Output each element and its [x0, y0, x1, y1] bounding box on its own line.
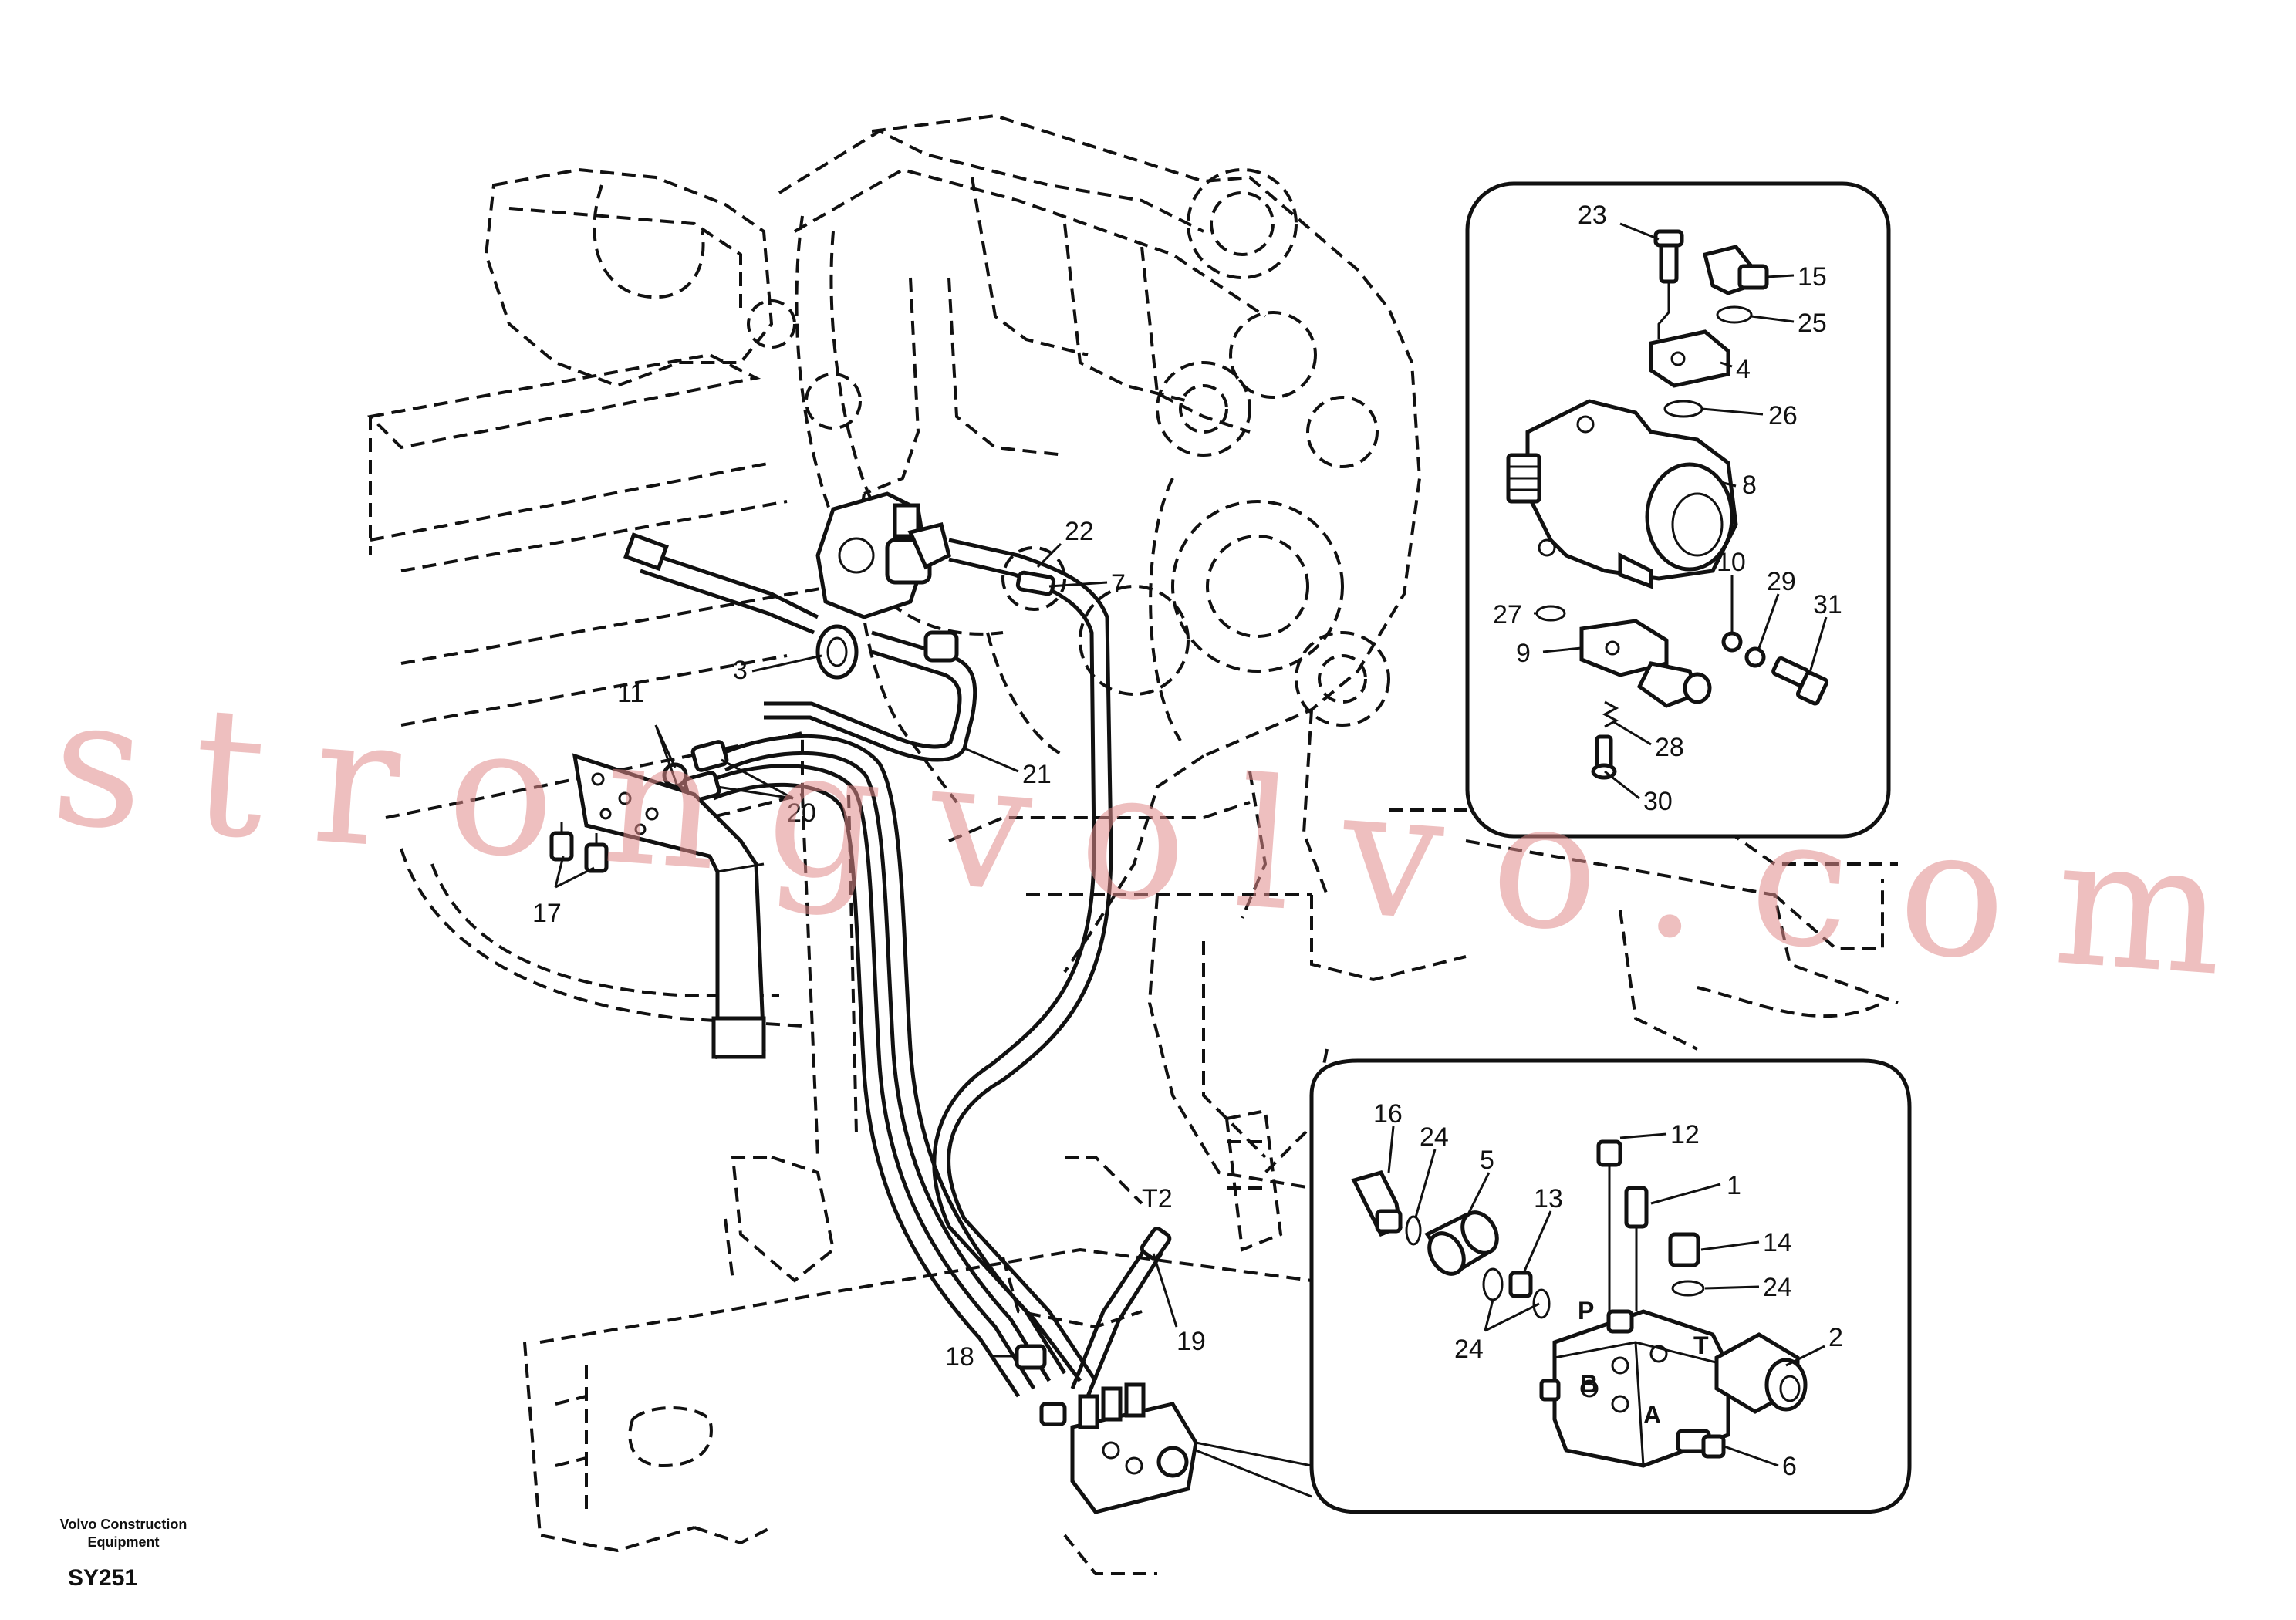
callout-11: 11 [617, 679, 644, 708]
lower-detail-callouts: 16 24 5 13 12 1 14 24 2 6 24 P T B A [1373, 1099, 1843, 1481]
callout-14: 14 [1763, 1228, 1792, 1257]
callout-20: 20 [787, 798, 816, 828]
port-label-b: B [1580, 1370, 1598, 1398]
callout-25: 25 [1798, 309, 1827, 338]
callout-t2: T2 [1142, 1184, 1173, 1213]
callout-3: 3 [733, 656, 748, 685]
callout-7: 7 [1111, 569, 1126, 599]
callout-22: 22 [1065, 517, 1094, 546]
callout-28: 28 [1655, 733, 1684, 762]
callout-24-c: 24 [1454, 1335, 1484, 1364]
mounting-bracket [549, 753, 766, 1059]
chassis-frame [366, 353, 1899, 1575]
port-label-p: P [1578, 1297, 1594, 1325]
callout-5: 5 [1480, 1146, 1494, 1175]
port-label-t: T [1693, 1331, 1709, 1359]
main-callouts: 22 7 3 11 20 21 17 18 19 T2 [532, 517, 1206, 1372]
callout-26: 26 [1768, 401, 1798, 430]
hose-assembly [623, 491, 1198, 1514]
callout-24-a: 24 [1420, 1122, 1449, 1152]
callout-18: 18 [945, 1342, 974, 1372]
detail-panel-valve [1195, 1058, 1912, 1514]
callout-30: 30 [1643, 787, 1673, 816]
callout-19: 19 [1177, 1327, 1206, 1356]
detail-panel-motor [1465, 181, 1891, 839]
callout-21: 21 [1022, 760, 1052, 789]
callout-27: 27 [1493, 600, 1522, 629]
callout-29: 29 [1767, 567, 1796, 596]
callout-9: 9 [1516, 639, 1531, 668]
port-label-a: A [1643, 1401, 1661, 1429]
callout-13: 13 [1534, 1184, 1563, 1213]
callout-24-b: 24 [1763, 1273, 1792, 1302]
upper-detail-callouts: 23 15 25 4 26 8 10 29 31 27 9 28 30 [1493, 201, 1842, 816]
footer: Volvo Construction Equipment SY251 [60, 1517, 187, 1591]
leader-lines [554, 222, 1828, 1467]
callout-2: 2 [1828, 1323, 1843, 1352]
callout-8: 8 [1742, 471, 1757, 500]
callout-31: 31 [1813, 590, 1842, 619]
company-name-line2: Equipment [88, 1534, 160, 1550]
diagram-code: SY251 [68, 1565, 137, 1591]
callout-15: 15 [1798, 262, 1827, 292]
callout-6: 6 [1782, 1452, 1797, 1481]
callout-12: 12 [1670, 1120, 1700, 1149]
callout-10: 10 [1717, 548, 1746, 577]
callout-1: 1 [1727, 1171, 1741, 1200]
callout-16: 16 [1373, 1099, 1403, 1129]
callout-23: 23 [1578, 201, 1607, 230]
callout-17: 17 [532, 899, 562, 928]
callout-4: 4 [1736, 355, 1751, 384]
company-name-line1: Volvo Construction [60, 1517, 187, 1532]
